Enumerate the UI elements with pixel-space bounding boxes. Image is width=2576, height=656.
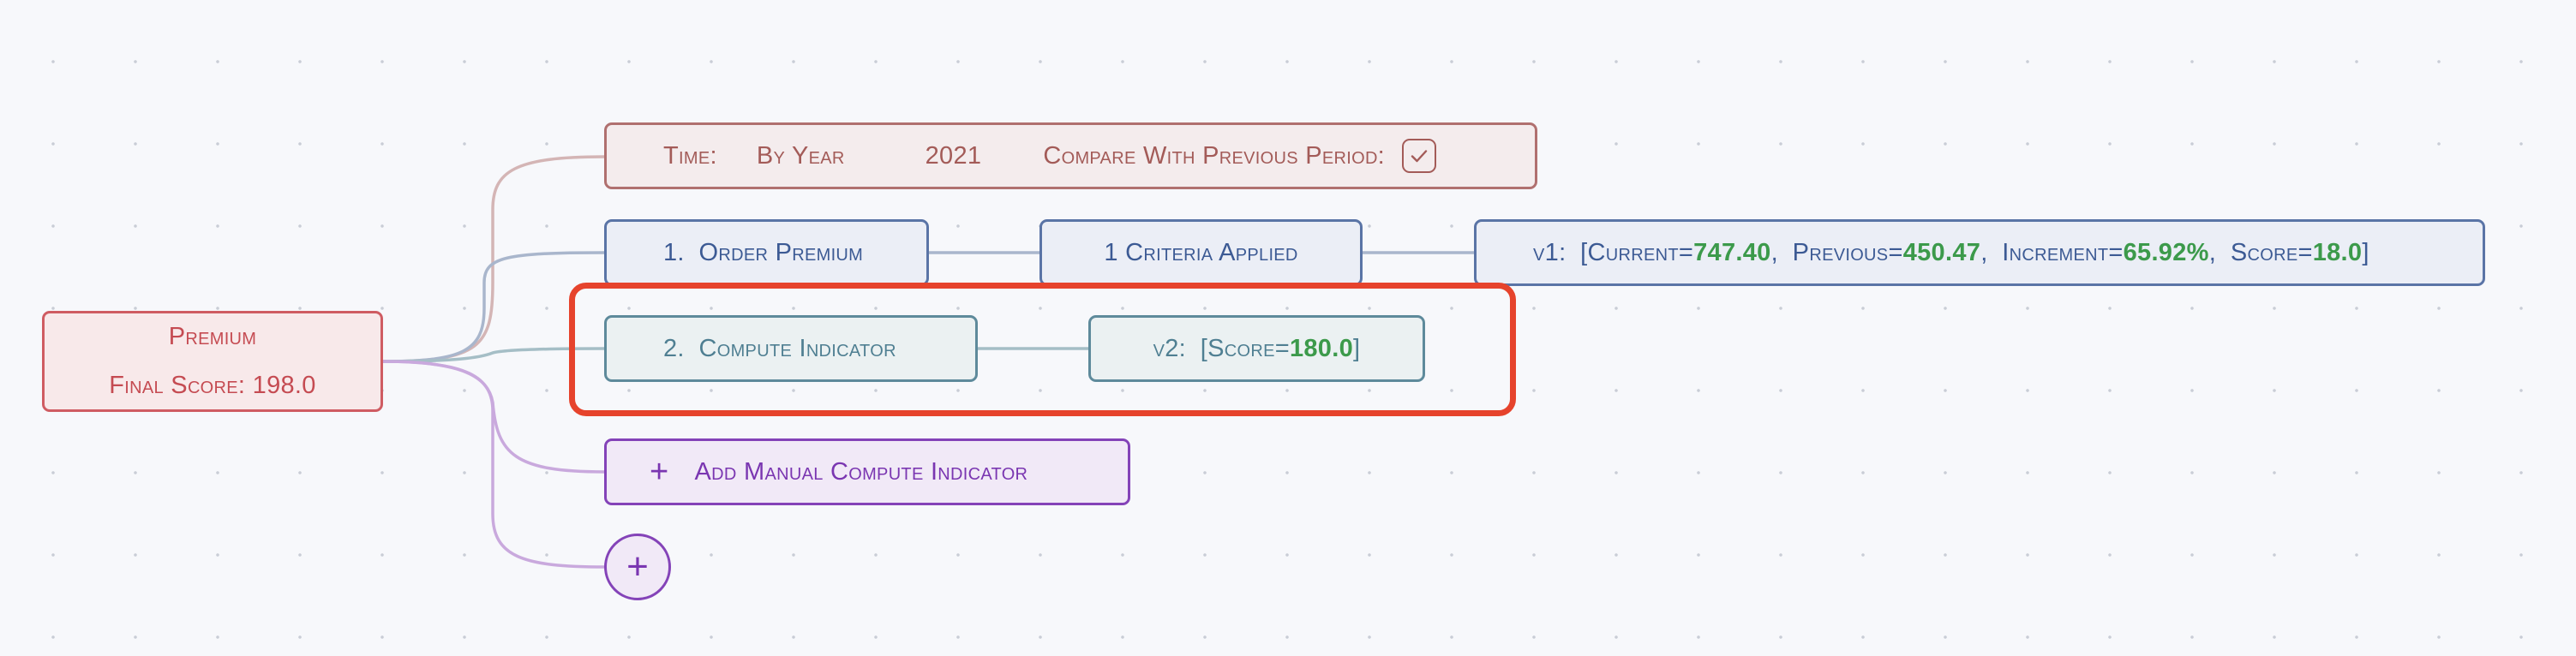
step-compute-indicator-label: 2. Compute Indicator: [663, 334, 896, 362]
link-root-time: [382, 155, 605, 363]
v2-result-node[interactable]: v2: [Score=180.0]: [1088, 315, 1425, 382]
add-manual-label: Add Manual Compute Indicator: [694, 457, 1028, 486]
root-final-score: Final Score: 198.0: [109, 372, 316, 399]
v1-increment-label: , Increment=: [1980, 238, 2124, 266]
root-node-premium[interactable]: Premium Final Score: 198.0: [42, 311, 383, 412]
time-year-select[interactable]: 2021: [925, 141, 982, 170]
link-root-compute: [382, 347, 605, 363]
time-period-select[interactable]: By Year: [756, 141, 845, 170]
compare-label: Compare With Previous Period:: [1043, 141, 1386, 170]
v1-score-label: , Score=: [2208, 238, 2313, 266]
v2-suffix: ]: [1353, 334, 1361, 362]
criteria-applied-node[interactable]: 1 Criteria Applied: [1039, 219, 1363, 286]
add-node-button[interactable]: +: [604, 534, 671, 600]
time-label: Time:: [663, 141, 717, 170]
v1-previous-value: 450.47: [1902, 238, 1981, 266]
step-order-premium-node[interactable]: 1. Order Premium: [604, 219, 929, 286]
plus-icon: +: [650, 454, 669, 490]
root-title: Premium: [168, 323, 257, 350]
v1-increment-value: 65.92%: [2123, 238, 2209, 266]
v1-current-value: 747.40: [1693, 238, 1771, 266]
link-root-order: [382, 251, 605, 363]
v2-score-value: 180.0: [1289, 334, 1354, 362]
v1-prefix: v1: [: [1533, 238, 1588, 266]
step-compute-indicator-node[interactable]: 2. Compute Indicator: [604, 315, 978, 382]
v1-suffix: ]: [2362, 238, 2369, 266]
v1-previous-label: , Previous=: [1770, 238, 1903, 266]
compare-checkbox[interactable]: [1402, 139, 1437, 173]
criteria-applied-label: 1 Criteria Applied: [1104, 238, 1298, 266]
v1-score-value: 18.0: [2312, 238, 2363, 266]
link-root-plus: [382, 360, 605, 569]
plus-icon: +: [626, 546, 649, 587]
v1-current-label: Current=: [1587, 238, 1694, 266]
v1-result-node[interactable]: v1: [Current=747.40, Previous=450.47, In…: [1474, 219, 2485, 286]
checkmark-icon: [1411, 150, 1428, 163]
time-filter-node[interactable]: Time: By Year 2021 Compare With Previous…: [604, 122, 1537, 189]
step-order-premium-label: 1. Order Premium: [663, 238, 864, 266]
add-manual-compute-indicator-button[interactable]: + Add Manual Compute Indicator: [604, 438, 1130, 505]
link-root-add-manual: [382, 360, 605, 474]
v2-prefix: v2: [Score=: [1153, 334, 1290, 362]
